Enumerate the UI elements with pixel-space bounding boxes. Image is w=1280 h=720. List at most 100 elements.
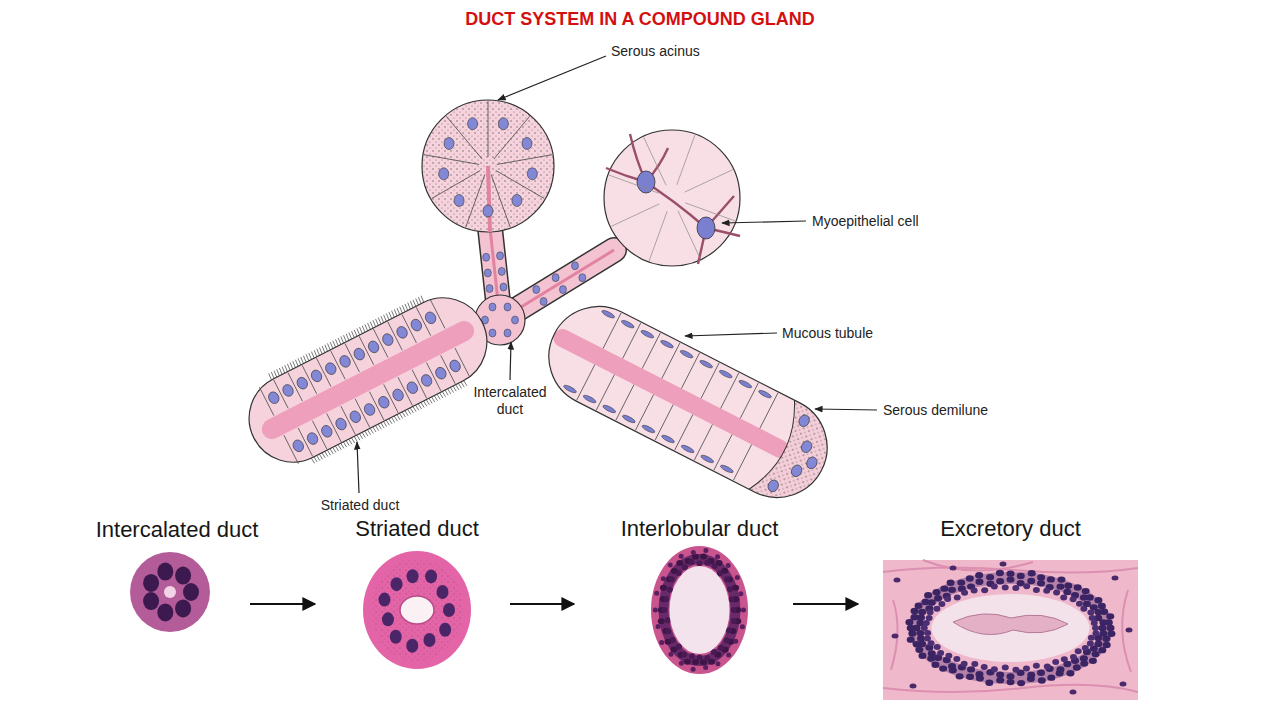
granules	[371, 559, 463, 661]
histology-panel: Intercalated duct	[130, 552, 210, 632]
nucleus	[691, 667, 696, 672]
basal-striation	[408, 409, 411, 415]
demilune-border	[749, 400, 807, 495]
cell-border	[635, 395, 653, 431]
basal-striation	[298, 358, 302, 364]
nucleus	[938, 601, 945, 607]
basal-striation	[437, 394, 440, 400]
secretion	[953, 614, 1068, 635]
basal-striation	[365, 431, 368, 437]
nucleus	[789, 463, 803, 478]
nucleus	[1037, 669, 1045, 675]
cell-border	[603, 313, 621, 349]
basal-striation	[402, 305, 406, 311]
flat-nucleus	[720, 464, 734, 474]
nucleus	[918, 609, 926, 615]
nucleus	[157, 563, 173, 581]
nucleus	[954, 595, 961, 601]
histology-panel: Striated duct	[363, 551, 471, 669]
basal-striation	[348, 333, 352, 339]
nucleus	[352, 347, 366, 362]
nucleus	[921, 625, 928, 631]
nucleus	[338, 354, 352, 369]
nucleus	[996, 570, 1004, 576]
cell-border	[446, 116, 482, 159]
nucleus	[661, 607, 667, 613]
lumen	[932, 594, 1090, 662]
nucleus	[1087, 609, 1094, 615]
basal-striation	[287, 364, 291, 370]
basal-striation	[394, 416, 397, 422]
part-label: Intercalated duct	[466, 384, 554, 418]
acinus-body	[604, 130, 740, 266]
basal-striation	[325, 451, 328, 457]
basal-striation	[453, 386, 456, 392]
flat-nucleus	[719, 369, 733, 379]
nucleus	[1060, 595, 1067, 601]
nucleus	[918, 641, 926, 647]
nucleus	[1057, 576, 1065, 582]
nucleus	[712, 563, 718, 569]
basal-striation	[338, 338, 342, 344]
basal-striation	[279, 368, 283, 374]
nucleus	[991, 666, 998, 672]
leader-line	[815, 409, 877, 410]
nucleus	[1007, 570, 1015, 576]
nucleus	[975, 671, 983, 677]
nucleus	[527, 168, 537, 180]
nucleus	[281, 383, 295, 398]
nucleus	[1033, 587, 1040, 593]
basal-striation	[386, 313, 390, 319]
basal-striation	[359, 434, 362, 440]
basal-striation	[322, 453, 325, 459]
nucleus	[697, 217, 715, 239]
cell-border	[616, 385, 634, 421]
nucleus	[918, 653, 926, 659]
nucleus	[1063, 589, 1071, 595]
leader-line	[685, 333, 777, 336]
cell-border	[577, 365, 595, 401]
nucleus	[934, 595, 942, 601]
basal-striation	[413, 406, 416, 412]
nucleus	[907, 636, 915, 642]
panel-heading: Interlobular duct	[621, 516, 779, 542]
nucleus	[947, 580, 955, 586]
nucleus	[484, 269, 491, 277]
nucleus	[1099, 625, 1107, 631]
connective-tissue	[891, 600, 898, 670]
basal-striation	[445, 390, 448, 396]
stromal-nucleus	[1112, 576, 1119, 581]
basal-striation	[440, 393, 443, 399]
basal-striation	[391, 311, 395, 317]
basal-striation	[349, 439, 352, 445]
nucleus	[183, 583, 199, 601]
nucleus	[1087, 640, 1094, 646]
nucleus	[1052, 659, 1059, 665]
basal-striation	[370, 322, 374, 328]
nucleus	[1043, 588, 1050, 594]
basal-striation	[392, 417, 395, 423]
basal-striation	[421, 296, 425, 302]
cell-border	[677, 135, 695, 185]
nucleus	[489, 303, 496, 311]
nucleus	[436, 585, 448, 599]
basal-striation	[432, 397, 435, 403]
nucleus	[937, 650, 944, 656]
title: DUCT SYSTEM IN A COMPOUND GLAND	[0, 9, 1280, 30]
nucleus	[731, 618, 737, 624]
basal-striation	[456, 384, 459, 390]
cell-border	[609, 175, 659, 193]
nucleus	[741, 608, 746, 613]
basal-striation	[356, 328, 360, 334]
nucleus	[928, 599, 936, 605]
basal-striation	[316, 349, 320, 355]
nucleus	[444, 138, 454, 150]
nucleus	[931, 662, 939, 668]
basal-striation	[375, 319, 379, 325]
nucleus	[934, 644, 941, 650]
nucleus	[1082, 645, 1089, 651]
nucleus	[915, 647, 923, 653]
nucleus	[948, 587, 956, 593]
stromal-nucleus	[1000, 562, 1007, 567]
basal-striation	[426, 399, 429, 405]
